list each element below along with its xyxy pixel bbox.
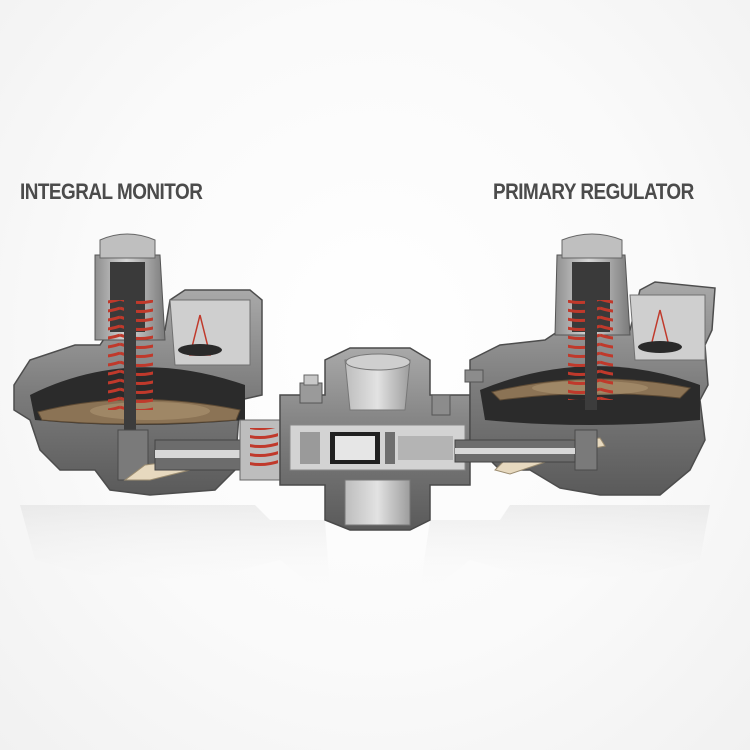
- primary-regulator-unit: [454, 233, 716, 496]
- integral-monitor-label: INTEGRAL MONITOR: [20, 179, 203, 204]
- integral-monitor-unit: [13, 233, 281, 496]
- floor-reflection: [20, 505, 710, 600]
- primary-regulator-label: PRIMARY REGULATOR: [493, 179, 694, 204]
- monitor-valve-spring: [250, 428, 278, 468]
- center-valve-body: [279, 347, 471, 531]
